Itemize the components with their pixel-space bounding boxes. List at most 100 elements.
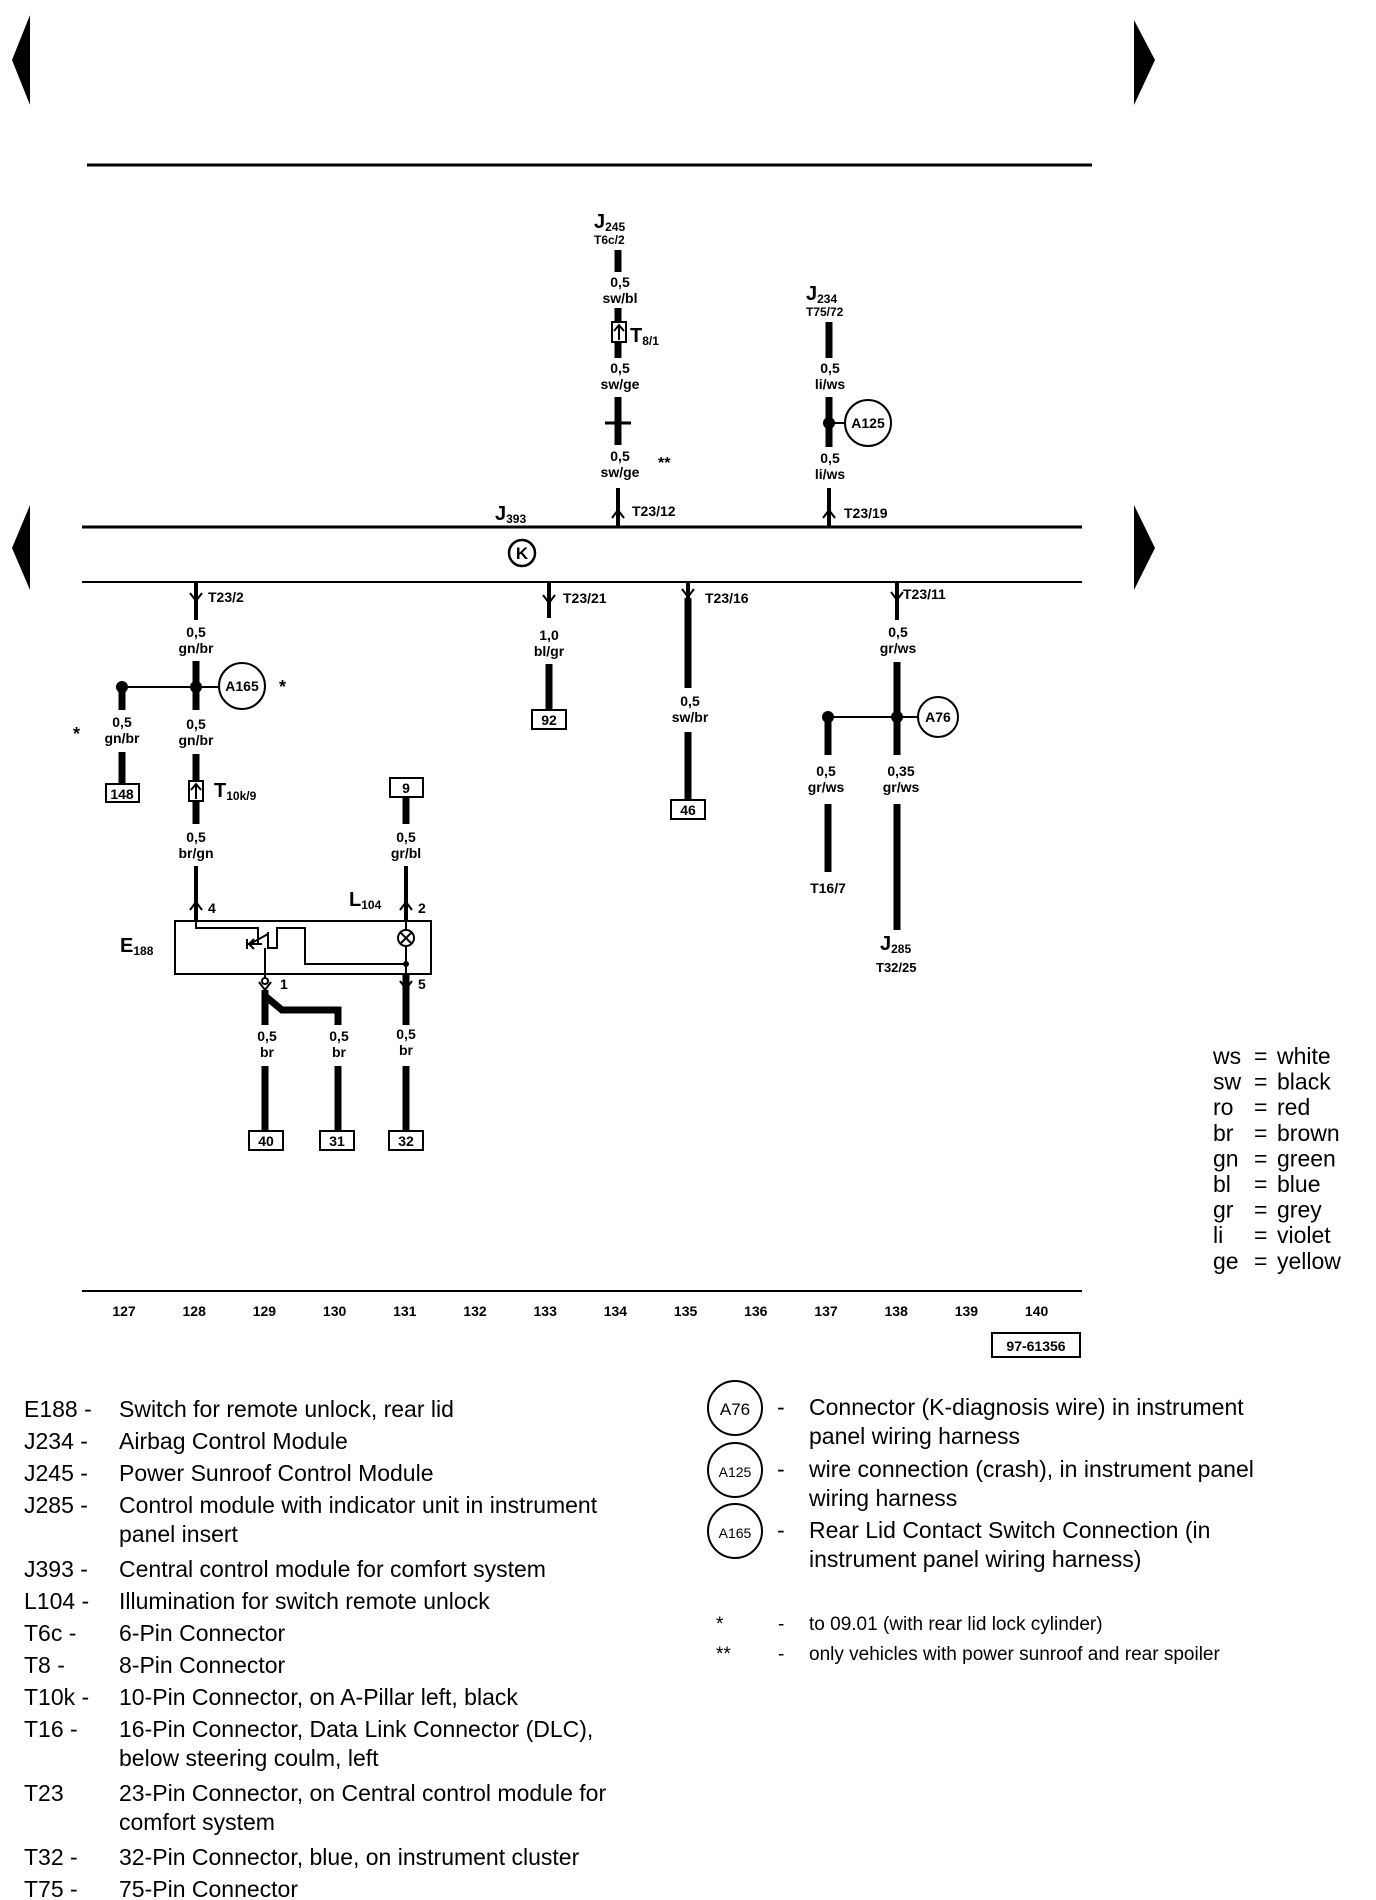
terminal-92-label: 92 [541, 712, 557, 728]
connector-symbol-icon [707, 1442, 763, 1498]
legend-description: 75-Pin Connector [119, 1876, 298, 1900]
connector-legend: A76-Connector (K-diagnosis wire) in inst… [707, 1380, 1254, 1572]
asterisk-mark: * [73, 724, 80, 744]
wire-label-size: 0,5 [396, 829, 416, 845]
pin-1-dot [261, 977, 269, 985]
diagram-id-box [991, 1332, 1081, 1358]
j234-pin: T75/72 [806, 305, 844, 319]
footnotes: *-to 09.01 (with rear lid lock cylinder)… [716, 1614, 1220, 1665]
wire-label-color: sw/br [672, 709, 709, 725]
pin-2-label: 2 [418, 900, 426, 916]
color-code: sw [1213, 1069, 1242, 1095]
nav-prev-top[interactable] [12, 15, 30, 105]
nav-prev-mid[interactable] [12, 505, 30, 590]
t23-16-arrow-icon [681, 588, 695, 599]
t23-16-label: T23/16 [705, 590, 749, 606]
nav-next-top[interactable] [1134, 20, 1155, 105]
color-equals: = [1254, 1069, 1267, 1095]
connector-description: wiring harness [808, 1485, 957, 1511]
color-equals: = [1254, 1120, 1267, 1146]
wire-label-size: 0,5 [396, 1026, 416, 1042]
wire-label-color: sw/ge [601, 376, 640, 392]
wire-label-size: 0,5 [816, 763, 836, 779]
legend-code: L104 - [24, 1588, 89, 1614]
t23-21-label: T23/21 [563, 590, 607, 606]
connector-code: A165 [719, 1525, 752, 1541]
legend-description: below steering coulm, left [119, 1745, 379, 1771]
terminal-32 [388, 1130, 424, 1151]
terminal-9-label: 9 [402, 780, 410, 796]
j245-pin: T6c/2 [594, 233, 625, 247]
terminal-32-label: 32 [398, 1133, 414, 1149]
color-meaning: white [1276, 1043, 1331, 1069]
wire-label-color: gn/br [105, 730, 141, 746]
t23-11-label: T23/11 [903, 586, 946, 602]
wire-ground-40-31 [261, 990, 342, 1025]
e188-internal-wiring [195, 922, 259, 944]
wire-label-size: 0,5 [112, 714, 132, 730]
wire-label-color: br [260, 1044, 275, 1060]
wire-label-color: gr/ws [880, 640, 917, 656]
footnote-dash: - [778, 1614, 784, 1635]
wire-label-size: 0,5 [329, 1028, 349, 1044]
footnote-dash: - [778, 1644, 784, 1665]
wire-label-color: bl/gr [534, 643, 565, 659]
a125-splice-label: A125 [851, 415, 885, 431]
terminal-31 [319, 1130, 355, 1151]
j245-label: J245 [594, 211, 625, 234]
wire-label-size: 0,5 [610, 360, 630, 376]
column-number: 128 [183, 1303, 207, 1319]
connector-description: wire connection (crash), in instrument p… [808, 1456, 1254, 1482]
pin-2-arrow-icon [399, 900, 413, 911]
legend-description: 16-Pin Connector, Data Link Connector (D… [119, 1716, 593, 1742]
terminal-40 [248, 1130, 284, 1151]
color-equals: = [1254, 1171, 1267, 1197]
t23-2-label: T23/2 [208, 589, 244, 605]
color-meaning: black [1277, 1069, 1331, 1095]
column-number: 131 [393, 1303, 417, 1319]
legend-description: Power Sunroof Control Module [119, 1460, 434, 1486]
k-symbol-letter: K [516, 544, 529, 563]
wire-label-size: 0,5 [888, 624, 908, 640]
wire-label-size: 0,5 [610, 448, 630, 464]
wire-label-color: sw/ge [601, 464, 640, 480]
a165-splice-icon [218, 662, 266, 710]
legend-description: comfort system [119, 1809, 275, 1835]
l104-label: L104 [349, 889, 382, 912]
connector-symbol-icon [707, 1380, 763, 1436]
legend-description: panel insert [119, 1521, 239, 1547]
legend-description: 10-Pin Connector, on A-Pillar left, blac… [119, 1684, 518, 1710]
column-number: 138 [885, 1303, 909, 1319]
column-number: 129 [253, 1303, 277, 1319]
wire-label-color: li/ws [815, 466, 846, 482]
terminal-46 [670, 799, 706, 820]
diagram-id: 97-61356 [1006, 1338, 1065, 1354]
wire-label-color: gr/ws [883, 779, 920, 795]
connector-code: A125 [719, 1464, 752, 1480]
column-number: 134 [604, 1303, 628, 1319]
pin-1-label: 1 [280, 976, 288, 992]
t23-19-arrow-icon [822, 508, 836, 519]
t23-21-arrow-icon [542, 594, 556, 605]
nav-next-mid[interactable] [1134, 505, 1155, 590]
wire-label-size: 0,5 [257, 1028, 277, 1044]
wire-label-size: 0,5 [186, 829, 206, 845]
column-number: 135 [674, 1303, 698, 1319]
connector-dash: - [777, 1394, 785, 1420]
pin-5-label: 5 [418, 976, 426, 992]
t8-arrow-icon [613, 323, 625, 340]
connector-dash: - [777, 1456, 785, 1482]
color-meaning: brown [1277, 1120, 1340, 1146]
wire-label-color: gn/br [179, 640, 215, 656]
wire-label-color: li/ws [815, 376, 846, 392]
switch-actuator-icon [246, 938, 262, 950]
connector-symbol-icon [707, 1503, 763, 1559]
color-meaning: grey [1277, 1197, 1322, 1223]
column-number: 133 [534, 1303, 558, 1319]
a165-splice-label: A165 [225, 678, 259, 694]
column-number: 140 [1025, 1303, 1049, 1319]
t23-2-arrow-icon [189, 592, 203, 603]
wire-label-size: 0,5 [680, 693, 700, 709]
color-code: ge [1213, 1248, 1239, 1274]
